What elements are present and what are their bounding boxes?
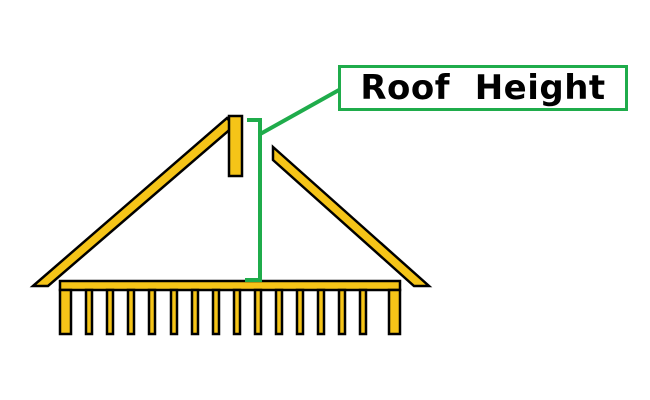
left-rafter [29, 116, 236, 288]
stud [295, 288, 305, 336]
stud [358, 288, 368, 336]
roof-truss [29, 114, 433, 336]
wall-studs [58, 288, 402, 336]
height-indicator [245, 87, 342, 282]
stud [190, 288, 200, 336]
stud [126, 288, 136, 336]
end-stud-right [387, 288, 402, 336]
stud [105, 288, 115, 336]
roof-height-label-box: Roof Height [338, 65, 628, 111]
stud [337, 288, 347, 336]
leader-line [259, 87, 342, 136]
stud [274, 288, 284, 336]
stud [253, 288, 263, 336]
end-stud-left [58, 288, 73, 336]
stud [316, 288, 326, 336]
ridge-post [227, 114, 244, 178]
stud [232, 288, 242, 336]
right-rafter [271, 144, 433, 288]
stud [84, 288, 94, 336]
top-plate [58, 279, 402, 292]
height-bracket [245, 118, 262, 282]
stud [169, 288, 179, 336]
roof-height-label: Roof Height [360, 68, 606, 108]
stud [211, 288, 221, 336]
stud [147, 288, 157, 336]
